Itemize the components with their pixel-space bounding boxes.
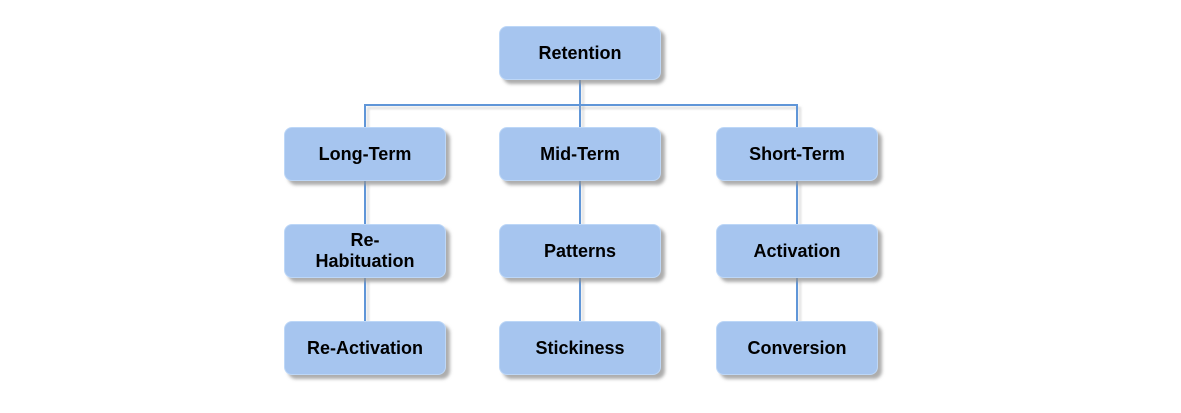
connector-bus-to-long-term [364,106,366,127]
node-short-term-label: Short-Term [749,143,845,164]
node-activation: Activation [716,224,878,278]
node-stickiness-label: Stickiness [535,337,625,358]
connector-patterns-to-stickiness [579,278,581,321]
node-re-activation: Re-Activation [284,321,446,375]
node-re-activation-label: Re-Activation [306,337,423,358]
node-long-term: Long-Term [284,127,446,181]
connector-long-term-to-re-habituation [364,181,366,224]
node-stickiness: Stickiness [499,321,661,375]
connector-horizontal-bus [364,104,798,106]
node-long-term-label: Long-Term [318,143,412,164]
connector-mid-term-to-patterns [579,181,581,224]
connector-short-term-to-activation [796,181,798,224]
connector-bus-to-short-term [796,106,798,127]
node-retention: Retention [499,26,661,80]
node-re-habituation: Re- Habituation [284,224,446,278]
node-mid-term: Mid-Term [499,127,661,181]
node-activation-label: Activation [753,240,841,261]
connector-re-habituation-to-re-activation [364,278,366,321]
connector-activation-to-conversion [796,278,798,321]
node-patterns-label: Patterns [543,240,617,261]
node-short-term: Short-Term [716,127,878,181]
node-retention-label: Retention [538,42,622,63]
node-mid-term-label: Mid-Term [540,143,620,164]
node-re-habituation-label: Re- Habituation [315,230,415,271]
node-patterns: Patterns [499,224,661,278]
node-conversion-label: Conversion [747,337,847,358]
node-conversion: Conversion [716,321,878,375]
connector-retention-to-bus [579,80,581,127]
